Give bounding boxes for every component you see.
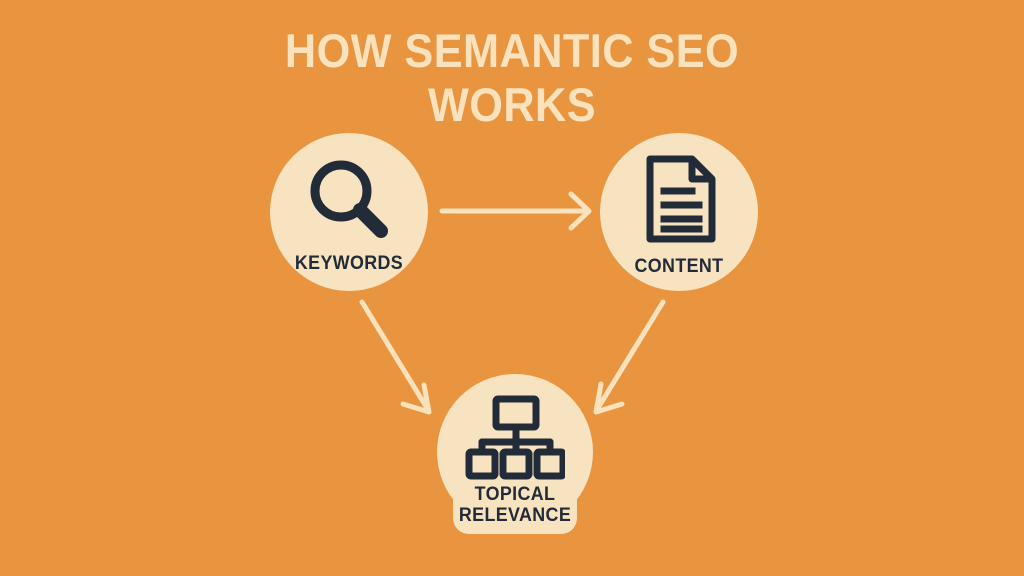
node-content-label: CONTENT [634, 256, 724, 277]
page-title-line-2: WORKS [427, 78, 597, 131]
node-keywords-label: KEYWORDS [294, 253, 404, 274]
magnifying-glass-icon [303, 155, 395, 252]
node-topical-relevance[interactable]: TOPICAL RELEVANCE [437, 374, 593, 534]
node-keywords[interactable]: KEYWORDS [270, 133, 428, 291]
node-content[interactable]: CONTENT [600, 133, 758, 291]
node-topical-relevance-label: TOPICAL RELEVANCE [442, 484, 589, 527]
document-icon [644, 153, 718, 250]
page-title-line-1: HOW SEMANTIC SEO [284, 24, 740, 77]
node-topical-relevance-label-line-1: TOPICAL [474, 484, 556, 505]
node-topical-relevance-label-plate [453, 478, 577, 534]
hierarchy-icon [465, 394, 567, 485]
node-topical-relevance-label-line-2: RELEVANCE [458, 505, 572, 527]
arrow-keywords-to-content [439, 191, 592, 231]
arrow-keywords-to-topical [359, 299, 432, 415]
arrow-content-to-topical [593, 299, 666, 415]
page-title: HOW SEMANTIC SEO WORKS [41, 24, 983, 132]
